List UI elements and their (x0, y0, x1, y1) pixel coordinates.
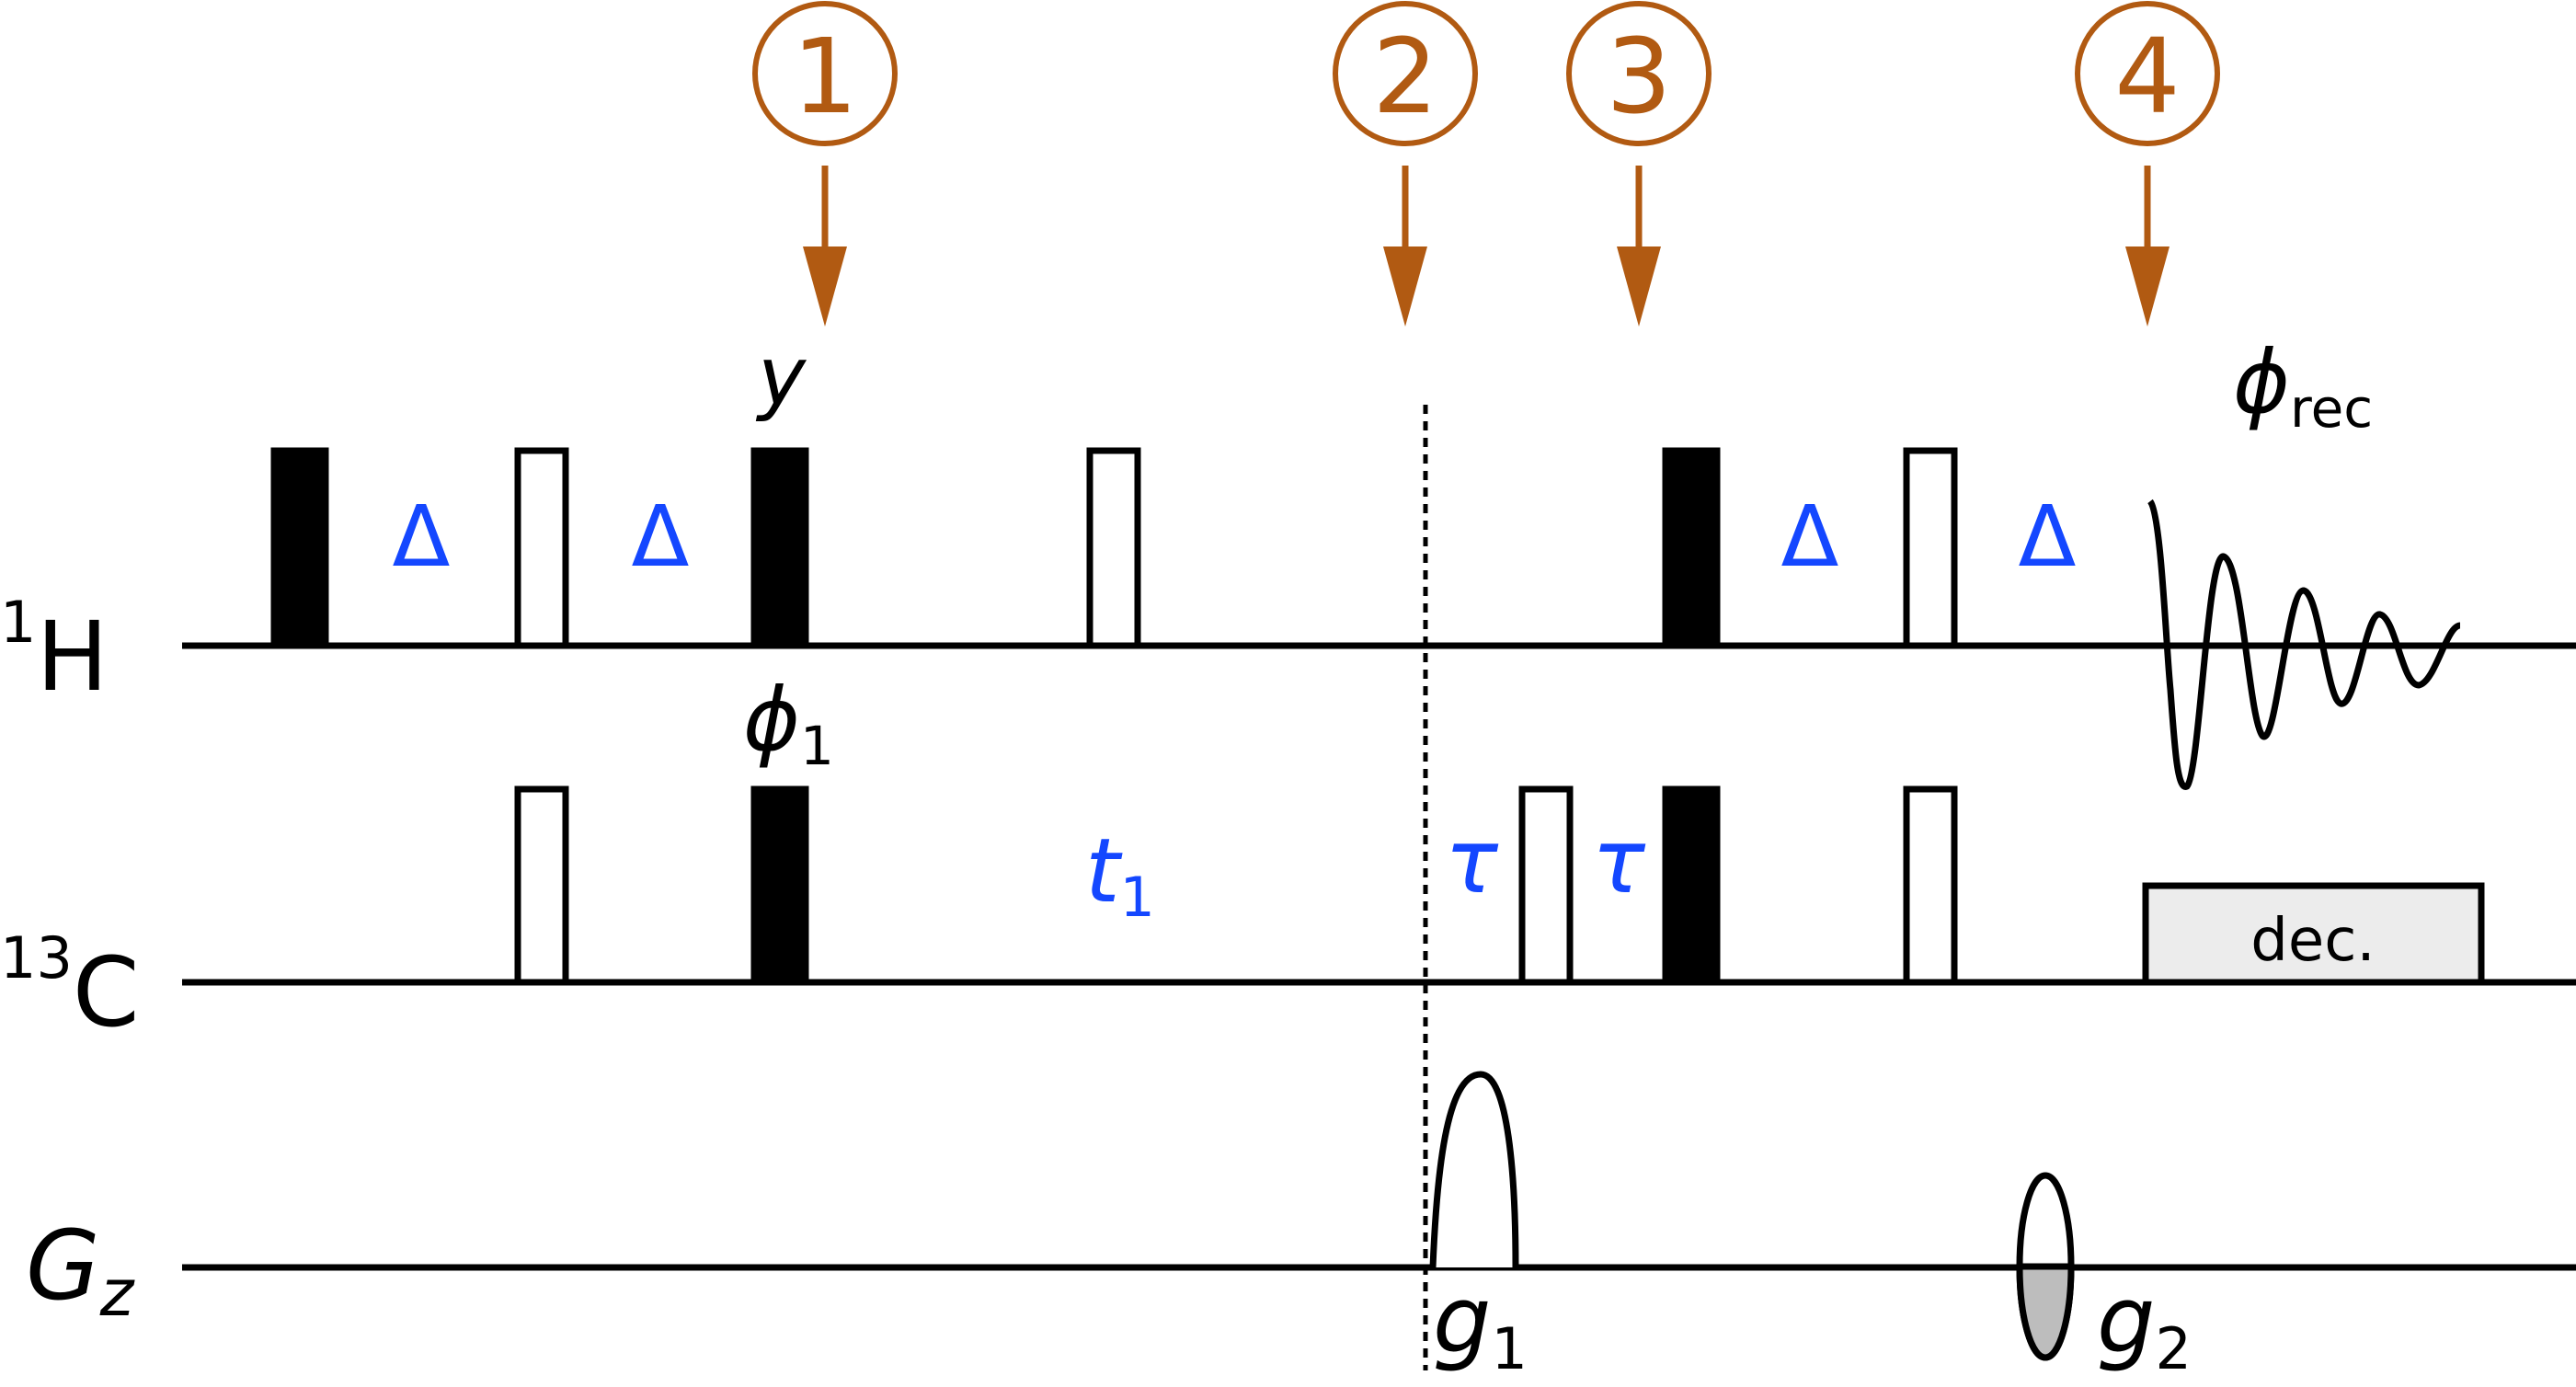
phase-label-phi1: ϕ1 (743, 671, 834, 777)
phase-label-y: y (755, 329, 807, 424)
c-pulse-180-b (1518, 785, 1574, 986)
h-pulse-90-b (750, 447, 809, 649)
decoupling-label: dec. (2250, 907, 2376, 975)
delay-delta-2: Δ (632, 487, 690, 586)
gz-symbol: G (26, 1209, 100, 1322)
phi1-subscript: 1 (800, 715, 834, 777)
step-marker-number: 1 (792, 17, 857, 137)
step-markers: 1 2 3 4 (752, 1, 2220, 327)
step-marker-number: 4 (2114, 17, 2180, 137)
phirec-symbol: ϕ (2233, 333, 2290, 433)
c-pulses (514, 785, 1958, 986)
h-pulse-180-c (1903, 447, 1958, 649)
h-pulse-90-a (270, 447, 329, 649)
h-pulses (270, 447, 1958, 649)
h-symbol: H (36, 601, 108, 713)
c-pulse-90-b (1662, 785, 1721, 986)
delay-delta-3: Δ (1781, 487, 1839, 586)
gradient-g2-lower-fill (2016, 1263, 2075, 1361)
step-marker-4: 4 (2075, 1, 2220, 327)
step-marker-circle (752, 1, 898, 146)
phi1-symbol: ϕ (743, 671, 800, 771)
phirec-subscript: rec (2290, 377, 2373, 440)
step-arrow-head (1617, 246, 1661, 327)
gradient-g2-label: g2 (2097, 1267, 2192, 1382)
delay-delta-4: Δ (2019, 487, 2077, 586)
c-pulse-180-a (514, 785, 569, 986)
step-marker-1: 1 (752, 1, 898, 327)
h-mass: 1 (0, 589, 36, 656)
step-marker-circle (1333, 1, 1478, 146)
step-marker-number: 3 (1606, 17, 1671, 137)
h-pulse-90-c (1662, 447, 1721, 649)
h-pulse-180-b (1086, 447, 1141, 649)
gz-subscript: z (99, 1255, 136, 1331)
delay-delta-1: Δ (393, 487, 451, 586)
delay-tau-1: τ (1445, 810, 1499, 913)
gradient-g1-label: g1 (1433, 1267, 1528, 1382)
h-pulse-180-a (514, 447, 569, 649)
delay-t1: t1 (1085, 820, 1155, 930)
step-marker-3: 3 (1566, 1, 1712, 327)
step-arrow-head (2125, 246, 2170, 327)
c-channel-label: 13C (0, 924, 140, 1049)
step-marker-circle (2075, 1, 2220, 146)
g2-subscript: 2 (2155, 1315, 2191, 1382)
g1-subscript: 1 (1491, 1315, 1527, 1382)
c-pulse-180-c (1903, 785, 1958, 986)
t1-symbol: t (1085, 820, 1123, 923)
delay-tau-2: τ (1592, 810, 1646, 913)
step-arrow-head (1383, 246, 1427, 327)
g2-symbol: g (2097, 1267, 2155, 1374)
step-arrow-head (803, 246, 847, 327)
c-mass: 13 (0, 924, 73, 992)
delay-labels: Δ Δ Δ Δ t1 τ τ (393, 487, 2077, 930)
step-marker-2: 2 (1333, 1, 1478, 327)
h-channel-label: 1H (0, 589, 109, 713)
phase-label-phirec: ϕrec (2233, 333, 2373, 440)
t1-subscript: 1 (1120, 865, 1155, 930)
step-marker-circle (1566, 1, 1712, 146)
g1-symbol: g (1433, 1267, 1491, 1374)
c-pulse-90-a (750, 785, 809, 986)
fid-signal (2147, 499, 2462, 790)
decoupling-block (2142, 882, 2485, 986)
gradient-g1-shape (1429, 1071, 1519, 1268)
c-symbol: C (73, 936, 140, 1049)
gz-channel-label: Gz (26, 1209, 136, 1331)
step-marker-number: 2 (1372, 17, 1437, 137)
